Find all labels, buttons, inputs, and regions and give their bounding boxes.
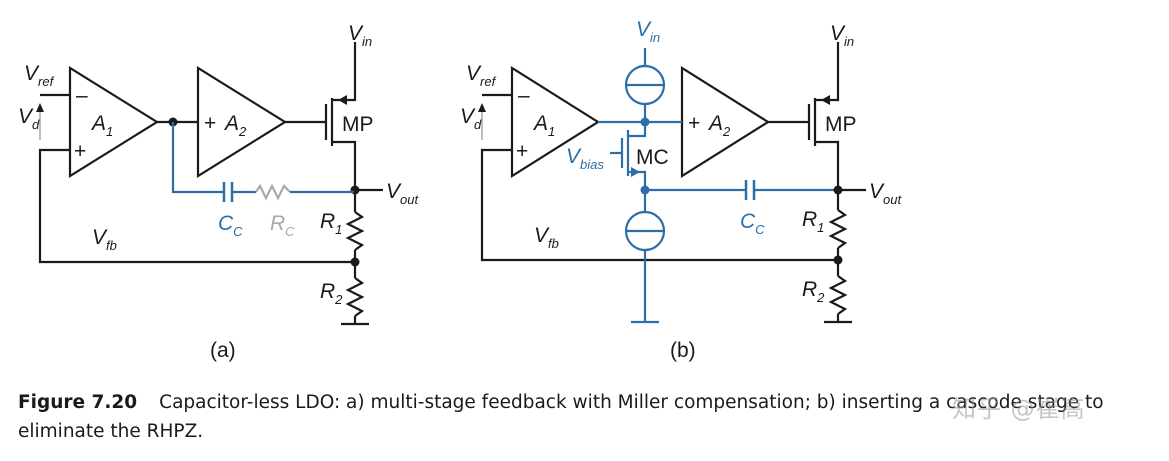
vref-label: Vref [24,62,55,89]
vout-label: Vout [386,180,419,207]
caption-text: Capacitor-less LDO: a) multi-stage feedb… [18,392,1104,442]
resistor-r1-b [828,209,848,249]
watermark: 知乎 @崔高 [952,395,1086,423]
vref-label-b: Vref [466,62,497,89]
a1-plus-sign-b: + [516,140,528,163]
cc-label-b: CC [740,210,765,237]
vout-label-b: Vout [869,180,902,207]
a2-label: A2 [223,112,247,139]
a2-plus-sign: + [204,112,216,135]
amplifier-a1-b [510,66,601,178]
vd-label: Vd [18,105,40,132]
vd-label-b: Vd [460,105,482,132]
panel-b-label: (b) [670,339,696,362]
vin-label-b: Vin [830,22,854,49]
figure-number: Figure 7.20 [18,392,138,413]
transistor-mp [324,58,357,190]
cc-label: CC [218,212,243,239]
rc-label: RC [270,212,295,239]
resistor-rc [255,183,291,201]
resistor-r2 [345,277,365,317]
transistor-mp-b [807,58,840,190]
panel-a-label: (a) [210,339,236,362]
mp-label: MP [342,113,374,136]
resistor-r1 [345,211,365,251]
a1-label-b: A1 [532,112,555,139]
a1-minus-sign-b: – [518,84,530,107]
capacitor-cc [222,182,234,202]
vin-label: Vin [348,22,372,49]
vbias-label: Vbias [566,145,604,172]
a1-minus-sign: – [76,84,88,107]
a2-label-b: A2 [707,112,731,139]
circuit-figure: Vin Vref Vd – + A1 + A2 MP Vout CC RC R1… [18,18,902,362]
feedback-wire [38,148,355,264]
vin-mid-label: Vin [636,18,660,45]
amplifier-a1 [68,66,160,178]
panel-a: Vin Vref Vd – + A1 + A2 MP Vout CC RC R1… [18,22,419,362]
a1-label: A1 [90,112,113,139]
resistor-r2-b [828,275,848,315]
transistor-mc [610,122,647,190]
mc-label: MC [636,146,669,169]
panel-b: Vin Vin Vref Vd – + A1 + A2 Vbias MC MP … [460,18,902,362]
vfb-label-b: Vfb [534,224,559,251]
r1-label-b: R1 [802,208,824,235]
a2-plus-sign-b: + [688,112,700,135]
r2-label-b: R2 [802,278,825,305]
vfb-label: Vfb [92,226,117,253]
mp-label-b: MP [825,113,857,136]
r1-label: R1 [320,210,342,237]
r2-label: R2 [320,280,343,307]
capacitor-cc-b [744,180,756,200]
a1-plus-sign: + [74,140,86,163]
